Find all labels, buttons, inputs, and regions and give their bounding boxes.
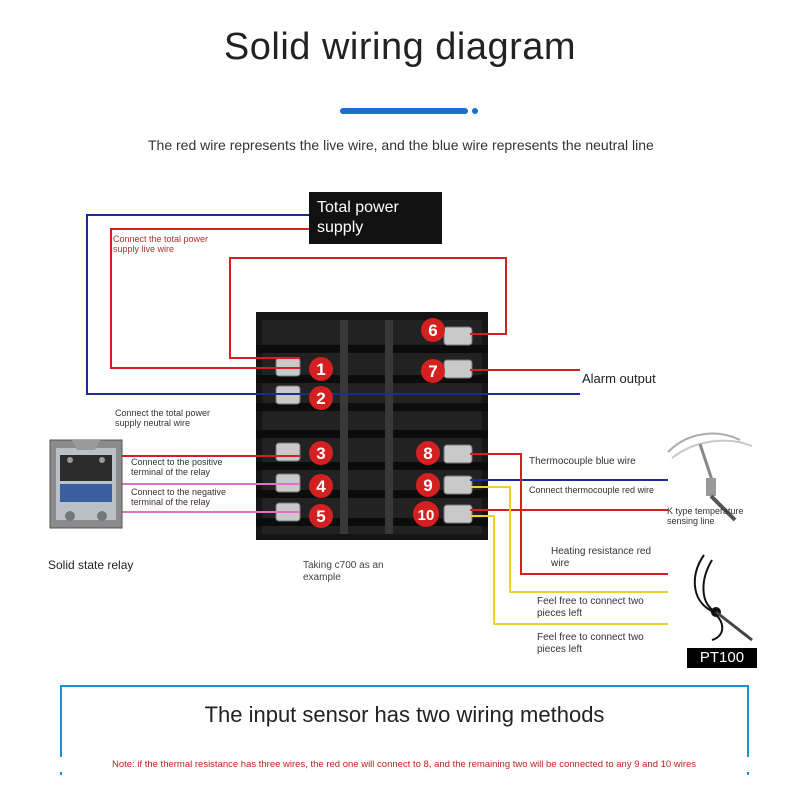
terminal-badges bbox=[309, 318, 445, 528]
k-type-probe-icon bbox=[667, 432, 753, 522]
terminal-10: 10 bbox=[418, 507, 435, 524]
wire-loop-6 bbox=[229, 257, 507, 359]
controller-body bbox=[256, 312, 488, 540]
terminal-8: 8 bbox=[423, 444, 432, 463]
wire-neutral bbox=[86, 214, 580, 395]
page-title: Solid wiring diagram bbox=[223, 26, 577, 68]
label-solid-state-relay: Solid state relay bbox=[48, 558, 134, 572]
label-thermocouple-blue: Thermocouple blue wire bbox=[529, 456, 636, 467]
terminal-7: 7 bbox=[428, 362, 437, 381]
terminal-6: 6 bbox=[428, 321, 437, 340]
terminal-4: 4 bbox=[316, 477, 326, 496]
terminal-2: 2 bbox=[316, 389, 325, 408]
bottom-frame bbox=[60, 685, 749, 775]
label-relay-positive: Connect to the positive terminal of the … bbox=[131, 457, 223, 477]
bottom-heading: The input sensor has two wiring methods bbox=[204, 702, 605, 727]
label-relay-negative: Connect to the negative terminal of the … bbox=[131, 487, 227, 507]
terminal-1: 1 bbox=[316, 360, 325, 379]
terminal-5: 5 bbox=[316, 507, 325, 526]
pt100-probe-icon bbox=[693, 554, 753, 642]
title-underline bbox=[340, 108, 468, 114]
label-thermocouple-red: Connect thermocouple red wire bbox=[529, 485, 655, 495]
label-alarm-output: Alarm output bbox=[582, 371, 656, 386]
terminal-3: 3 bbox=[316, 444, 325, 463]
subtitle: The red wire represents the live wire, a… bbox=[148, 137, 654, 153]
label-feel-free-2: Feel free to connect two pieces left bbox=[537, 632, 644, 655]
label-k-type: K type temperature sensing line bbox=[667, 506, 744, 526]
label-pt100: PT100 bbox=[687, 648, 757, 668]
label-live-wire: Connect the total power supply live wire bbox=[113, 234, 209, 254]
wire-heating-red bbox=[470, 453, 668, 575]
label-heating-red: Heating resistance red wire bbox=[551, 546, 652, 569]
label-neutral-wire: Connect the total power supply neutral w… bbox=[115, 408, 211, 428]
terminal-9: 9 bbox=[423, 476, 432, 495]
solid-state-relay-icon bbox=[49, 439, 123, 529]
title-underline-dot bbox=[472, 108, 478, 114]
total-power-supply-box: Total power supply bbox=[309, 192, 442, 244]
wire-yellow-1 bbox=[470, 486, 668, 593]
note-text: Note: if the thermal resistance has thre… bbox=[54, 757, 754, 772]
label-feel-free-1: Feel free to connect two pieces left bbox=[537, 596, 644, 619]
wire-yellow-2 bbox=[470, 515, 668, 625]
label-example: Taking c700 as an example bbox=[303, 560, 384, 583]
wire-live bbox=[110, 228, 309, 369]
